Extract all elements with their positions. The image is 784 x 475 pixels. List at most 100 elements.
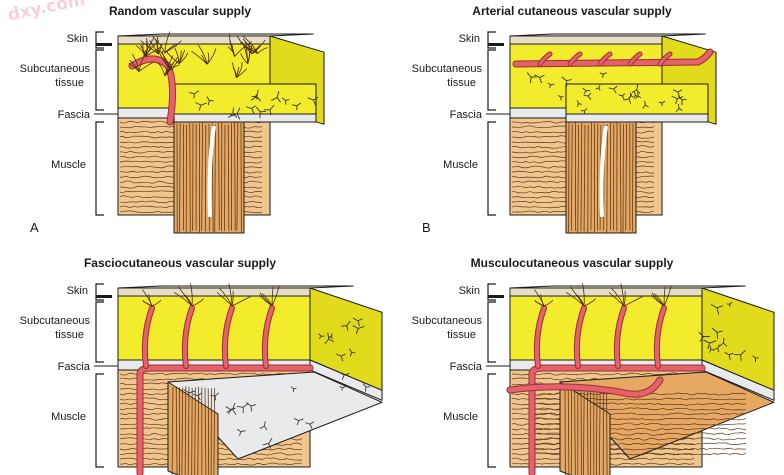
vessel-branch [174,47,180,64]
panel-a: Random vascular supplyASkinSubcutaneoust… [20,4,325,235]
muscle-fiber [570,124,573,231]
capillary-mark [349,348,356,357]
fascia-label: Fascia [58,109,91,121]
skin-label: Skin [67,33,88,45]
vessel-branch [132,53,140,72]
muscle-fiber [194,387,196,475]
capillary-mark [709,345,715,353]
vessel [182,306,194,368]
capillary-mark [576,100,582,107]
vessel-branch [650,294,665,307]
vessel-branch [164,45,177,54]
panel-letter: D [422,472,431,475]
vessel-branch [565,292,585,307]
vessel-branch [219,288,233,307]
vessel [628,52,642,66]
vessel-branch [608,292,625,307]
vessel-branch [144,40,148,57]
vessel [654,306,666,368]
muscle-fiber [511,372,695,376]
vessel-branch [252,45,260,55]
vessel-branch [611,288,625,307]
fascia-label: Fascia [450,109,483,121]
capillary-mark [534,74,545,84]
vessel-branch [663,286,666,307]
muscle-fiber [583,124,586,232]
vessel-branch [178,52,189,64]
vessel-branch [164,31,171,53]
vessel [507,377,663,397]
panel-title: Fasciocutaneous vascular supply [84,256,276,270]
capillary-mark [246,402,256,412]
vessel-branch [231,62,237,78]
tissue-label: tissue [447,329,476,341]
capillary-mark [328,333,333,340]
vessel-branch [140,40,159,55]
skin-marker [488,295,504,298]
muscle-fiber [197,386,199,475]
muscle-bracket [95,373,104,468]
capillary-mark [263,104,275,116]
muscle-fiber [596,388,598,475]
muscle-fiber [619,123,622,233]
capillary-mark [608,85,618,94]
skin-marker [96,295,112,298]
vessel-branch [151,299,162,307]
panel-title: Musculocutaneous vascular supply [471,256,674,270]
vessel-branch [240,53,249,64]
capillary-mark [618,93,626,100]
subcutaneous-bracket [95,49,104,111]
muscle-fiber [598,386,601,475]
vessel [568,52,582,66]
skin-label: Skin [67,285,88,297]
capillary-mark [557,94,564,101]
vessel-branch [197,44,208,65]
capillary-mark [255,106,267,119]
subcutaneous-bracket [487,301,496,363]
capillary-mark [189,90,200,99]
capillary-mark [635,92,642,99]
subcutaneous-bracket [95,301,104,363]
vessel-branch [240,42,259,54]
vessel [262,306,274,368]
vessel-branch [148,294,153,307]
muscle-label: Muscle [51,411,86,423]
vessel-branch [136,45,146,57]
subcutaneous-label: Subcutaneous [20,315,91,327]
muscle-fiber [227,124,230,232]
vessel-branch [157,62,166,76]
panel-letter: A [30,220,39,235]
vessel-branch [138,61,154,72]
vessel-branch [663,285,672,307]
tissue-label: tissue [55,77,84,89]
muscle-fiber [179,123,181,233]
fascia-wall [173,113,317,123]
capillary-mark [262,437,273,449]
vessel-branch [242,38,253,54]
capillary-mark [658,100,666,107]
capillary-mark [206,96,214,106]
capillary-mark [195,102,207,111]
capillary-mark [710,304,723,315]
panel-letter: C [30,472,39,475]
skin-bracket [487,283,496,301]
fascia-wall [565,113,709,123]
capillary-mark [675,103,683,113]
vessel-branch [582,283,585,307]
capillary-mark [293,417,304,426]
muscle-fiber [587,386,589,475]
capillary-mark [623,93,633,104]
capillary-mark [236,402,249,414]
muscle-fiber [234,122,236,231]
vessel-branch [144,46,161,57]
vessel-branch [258,294,273,307]
vessel-branch [184,294,193,307]
capillary-mark [246,105,256,114]
capillary-mark [631,84,641,95]
capillary-mark [582,87,591,95]
capillary-mark [713,344,720,353]
vessel [614,306,626,368]
vessel [513,49,713,67]
vessel-branch [262,293,273,307]
